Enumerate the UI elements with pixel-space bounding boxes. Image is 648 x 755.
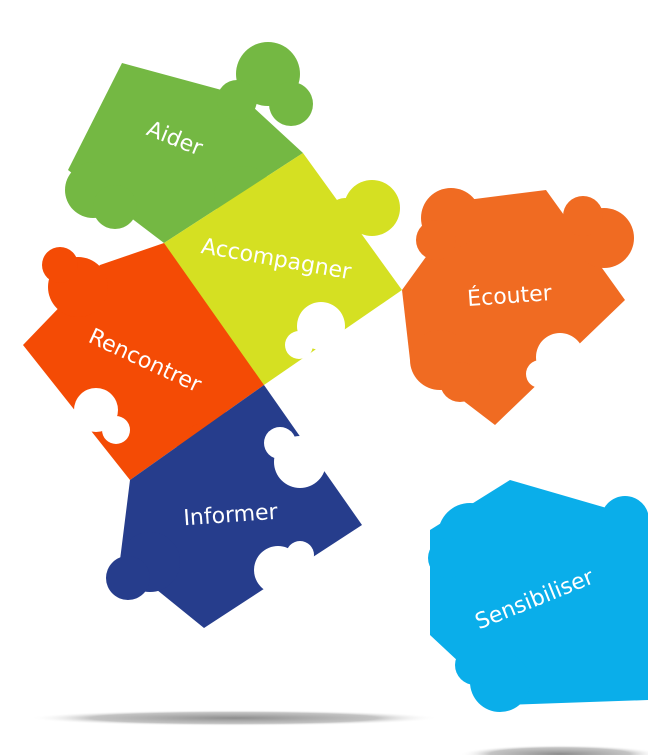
piece-aider-tab-top3 — [269, 82, 313, 126]
piece-rencontrer: Rencontrer — [23, 243, 264, 483]
piece-ecouter: Écouter — [402, 188, 634, 425]
piece-ecouter-label: Écouter — [466, 280, 553, 312]
piece-accompagner: Accompagner — [164, 153, 402, 385]
piece-informer-tab-left2 — [106, 556, 150, 600]
piece-ecouter-tab-top2 — [416, 220, 456, 260]
piece-rencontrer-tab-top2 — [42, 247, 78, 283]
piece-rencontrer-hole2 — [102, 416, 130, 444]
shadow-left — [29, 710, 439, 726]
piece-ecouter-tab-right2 — [563, 196, 603, 236]
piece-informer: Informer — [106, 385, 362, 628]
piece-aider-tab-top2 — [217, 80, 257, 120]
piece-accompagner-tab-right2 — [327, 198, 363, 234]
piece-informer-hole-bottom2 — [286, 541, 314, 569]
piece-sensibiliser-tab-top2 — [428, 538, 468, 578]
piece-aider-tab-left2 — [93, 185, 137, 229]
piece-sensibiliser: Sensibiliser — [428, 480, 648, 712]
piece-sensibiliser-tab-bottom2 — [455, 645, 495, 685]
piece-accompagner-hole2 — [285, 331, 313, 359]
piece-informer-hole-top2 — [264, 427, 296, 459]
piece-ecouter-tab-left2 — [440, 362, 480, 402]
piece-sensibiliser-tab-right — [601, 496, 648, 544]
shadow-right — [460, 745, 648, 755]
piece-ecouter-hole2 — [526, 360, 554, 388]
